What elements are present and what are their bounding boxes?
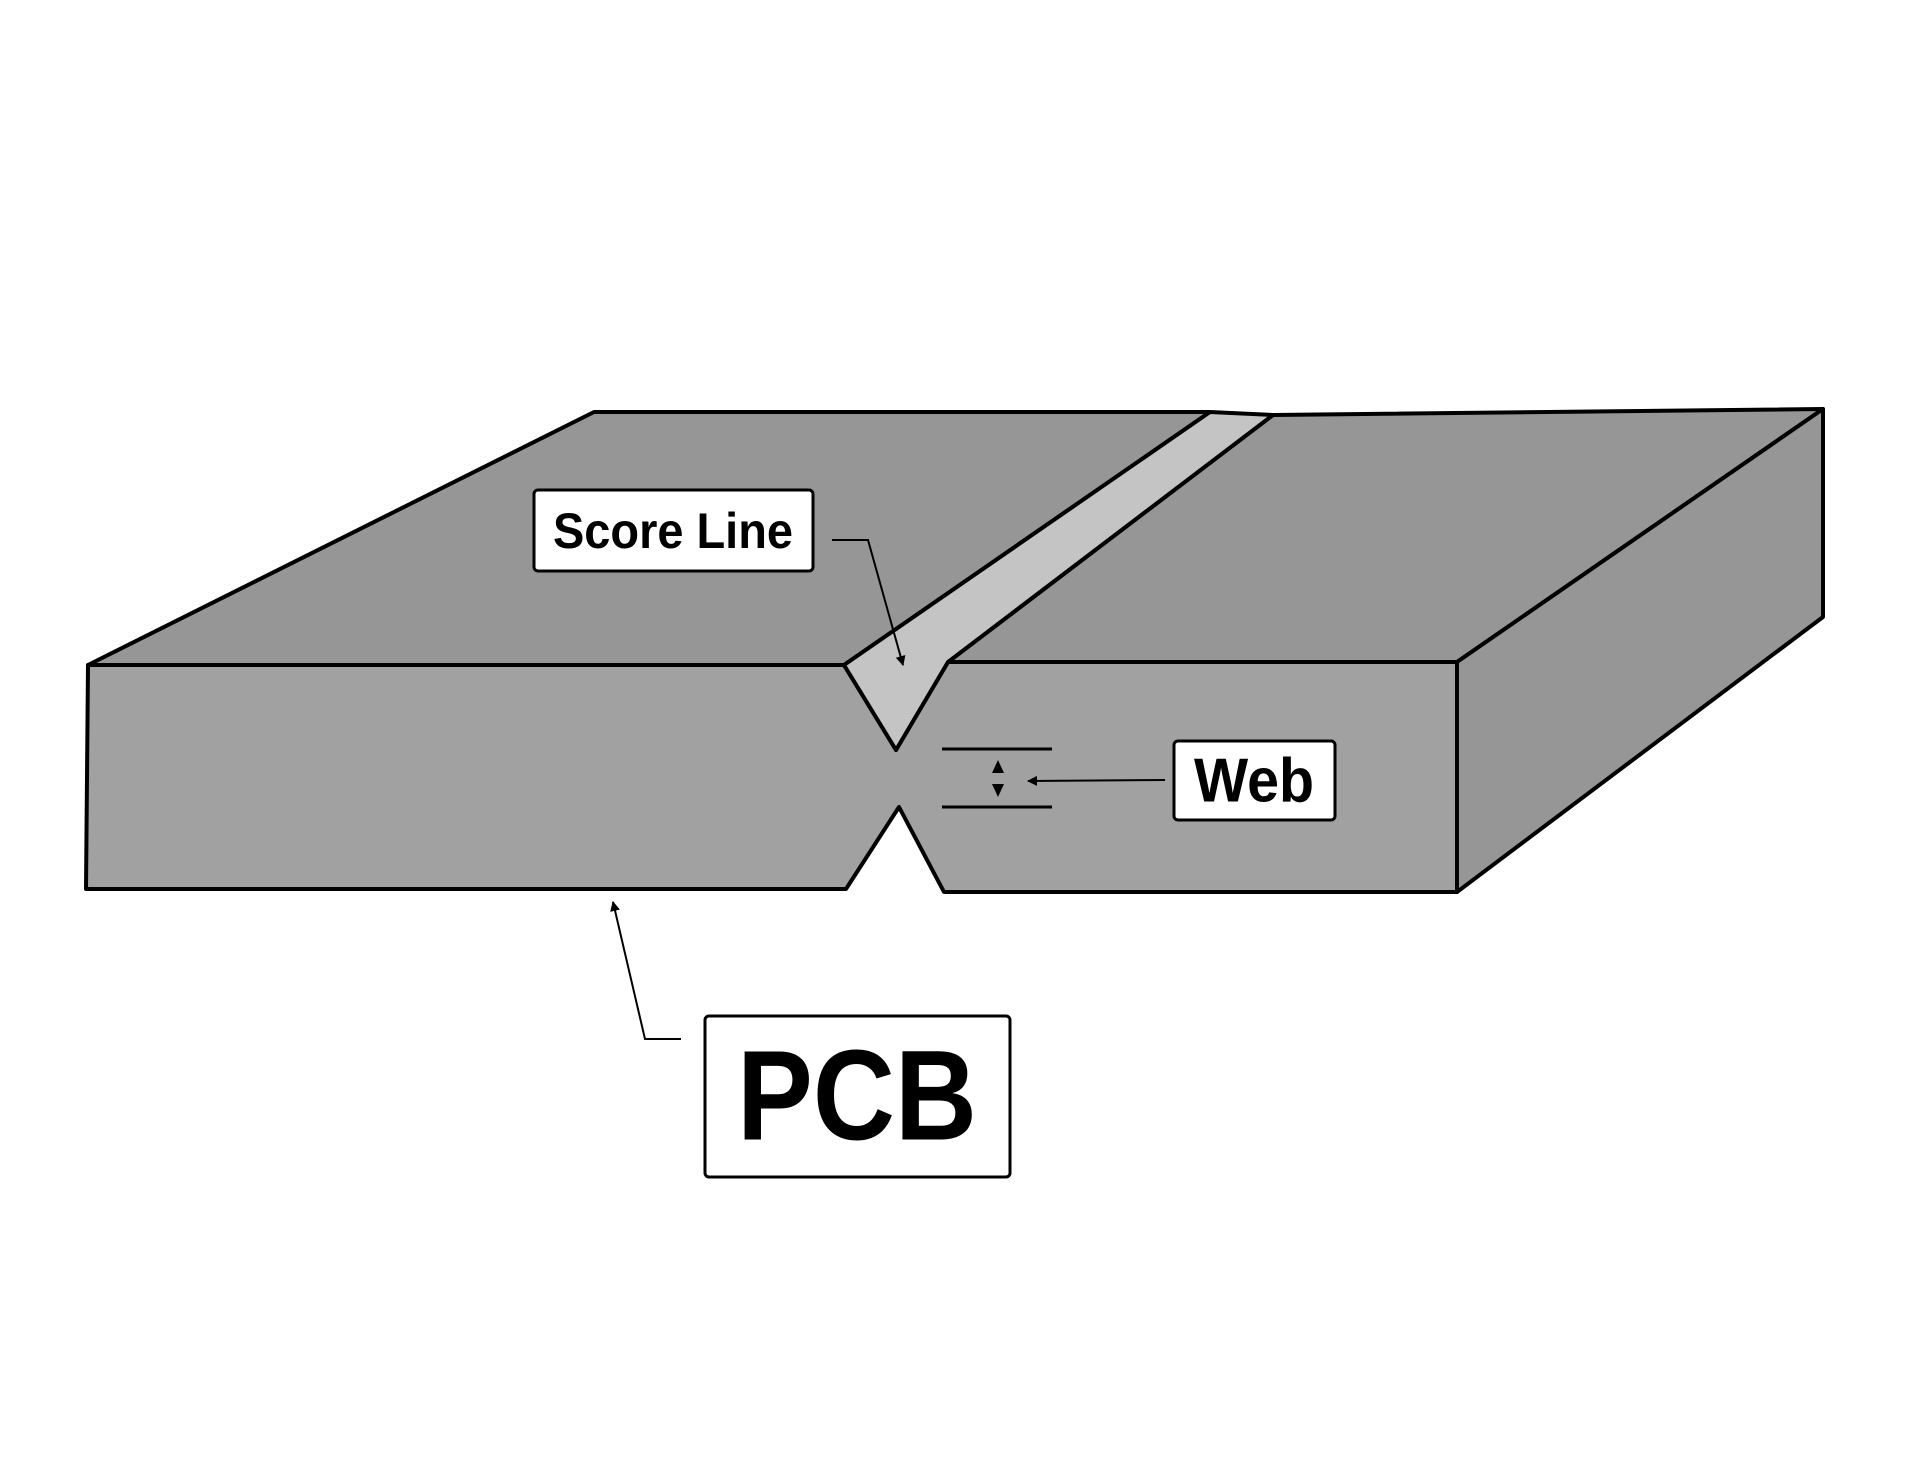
pcb-leader-arrow: [610, 901, 681, 1040]
web-callout: Web: [1027, 739, 1337, 822]
pcb-label: PCB: [737, 1025, 977, 1168]
score-line-label-box: [532, 488, 815, 573]
web-down-arrow-icon: [992, 784, 1004, 797]
web-label: Web: [1194, 747, 1314, 816]
pcb-callout: PCB: [610, 901, 1012, 1179]
web-up-arrow-icon: [992, 760, 1004, 773]
pcb-label-box: [703, 1014, 1012, 1179]
web-label-box: [1172, 739, 1337, 822]
score-line-groove: [842, 410, 1275, 752]
score-line-callout: Score Line: [532, 488, 906, 666]
score-line-leader-arrow: [832, 539, 906, 666]
web-thickness-indicator: [942, 747, 1052, 809]
web-leader-arrow: [1027, 775, 1166, 786]
score-line-label: Score Line: [553, 503, 793, 559]
